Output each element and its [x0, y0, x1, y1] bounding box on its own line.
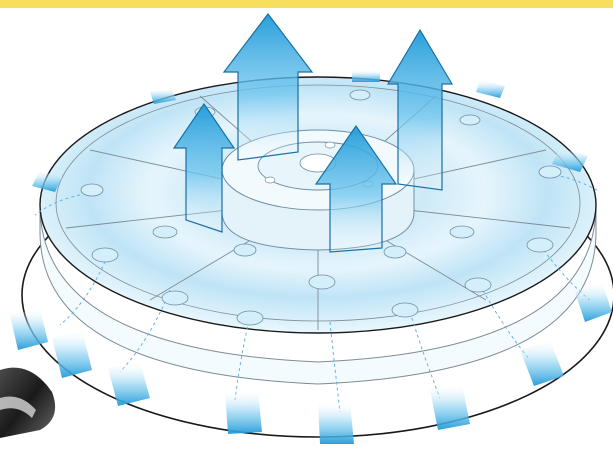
tool-body-icon [0, 368, 55, 438]
up-arrow-right [388, 30, 452, 190]
